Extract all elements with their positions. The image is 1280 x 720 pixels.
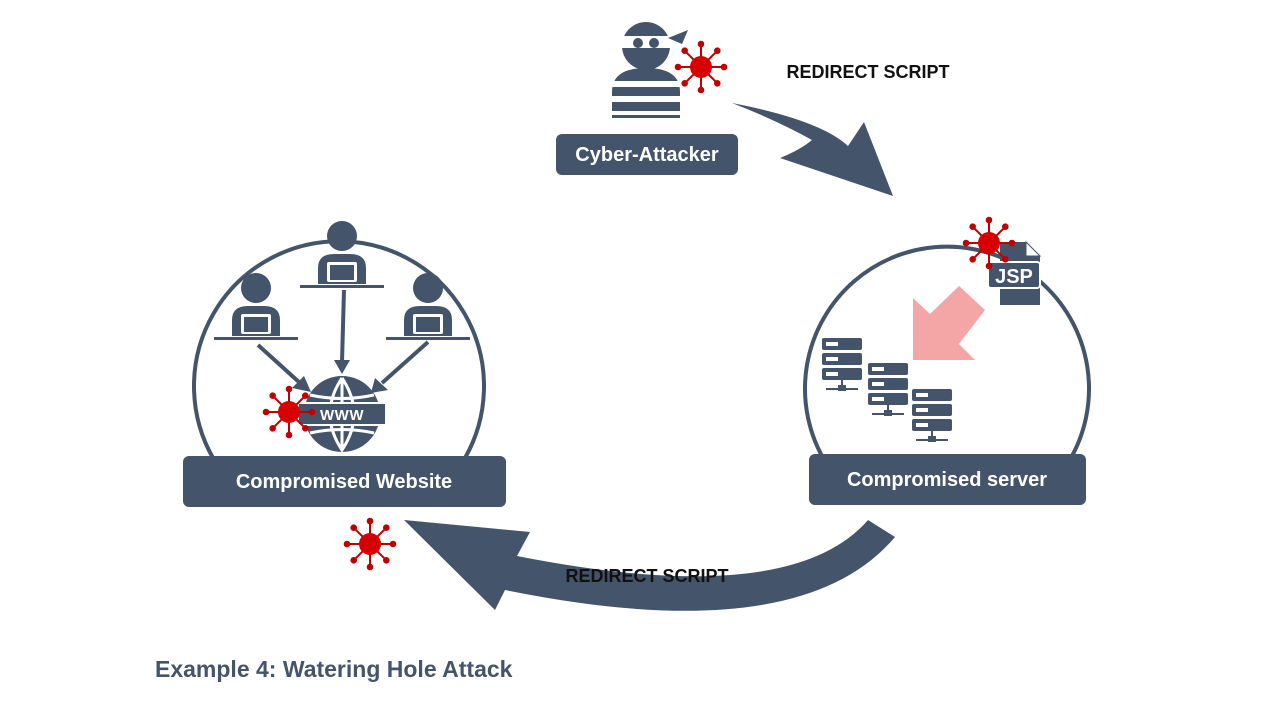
- virus-icon-server: [962, 216, 1016, 270]
- server-group: JSP: [803, 216, 1091, 465]
- website-box: [183, 456, 506, 507]
- inject-arrow: [913, 286, 985, 360]
- virus-icon-attacker: [674, 40, 728, 94]
- user-laptop-icon: [300, 221, 384, 288]
- user-laptop-icon: [386, 273, 470, 340]
- user-laptop-icon: [214, 273, 298, 340]
- website-label: Compromised Website: [236, 471, 452, 493]
- jsp-file-icon: JSP: [987, 240, 1042, 305]
- flow-label-server-to-website: REDIRECT SCRIPT: [565, 566, 728, 586]
- server-rack-icon: [912, 389, 952, 442]
- access-arrows: [256, 289, 430, 393]
- server-rack-icon: [868, 363, 908, 416]
- hacker-icon: [612, 22, 688, 118]
- server-rack-icon: [822, 338, 862, 391]
- virus-icon-flow: [343, 517, 397, 571]
- server-box: [809, 454, 1086, 505]
- flow-label-attacker-to-server: REDIRECT SCRIPT: [786, 62, 949, 82]
- globe-icon: WWW: [297, 376, 387, 453]
- attacker-label: Cyber-Attacker: [575, 144, 719, 166]
- server-label: Compromised server: [847, 469, 1047, 491]
- virus-icon-website: [262, 385, 316, 439]
- attacker-box: [556, 134, 738, 175]
- globe-www-label: WWW: [320, 407, 364, 424]
- jsp-label: JSP: [995, 266, 1033, 288]
- diagram-caption: Example 4: Watering Hole Attack: [155, 656, 513, 682]
- website-group: WWW: [192, 221, 486, 459]
- flow-arrow-server-to-website: [404, 520, 895, 611]
- flow-arrow-attacker-to-server: [732, 103, 893, 196]
